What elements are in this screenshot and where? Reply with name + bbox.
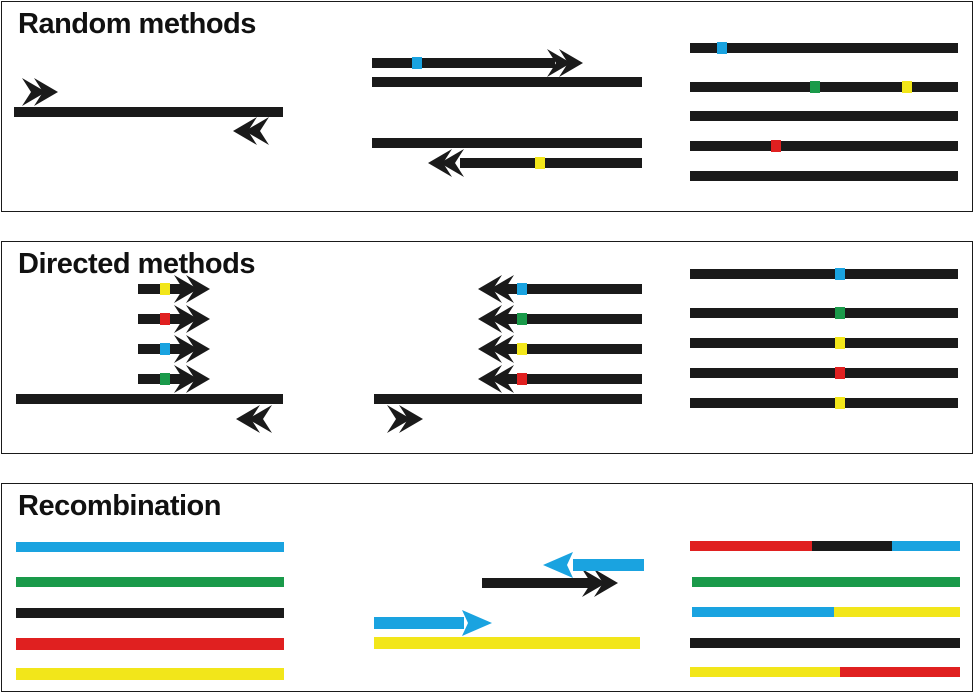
mutagenic-primer-strand xyxy=(500,314,642,324)
panel-random-methods: Random methods xyxy=(1,1,973,212)
extending-reverse-strand xyxy=(460,158,642,168)
mutagenic-primer-arrow xyxy=(478,365,514,393)
mutation-mark-green xyxy=(835,307,845,319)
chimera-black xyxy=(690,638,960,648)
template-yellow-strand xyxy=(374,637,640,649)
extending-reverse-arrow xyxy=(428,149,464,177)
mutation-mark-red xyxy=(771,140,781,152)
panel-title-random-methods: Random methods xyxy=(18,8,256,40)
chimera-green xyxy=(692,577,960,587)
template-strand xyxy=(374,394,642,404)
extending-forward-strand xyxy=(372,58,555,68)
parent-gene-red xyxy=(16,638,284,650)
mutation-mark-red xyxy=(835,367,845,379)
mutagenic-primer-arrow xyxy=(174,335,210,363)
chimera-segment-blue xyxy=(692,607,834,617)
forward-primer-arrow xyxy=(387,405,423,433)
library-strand xyxy=(690,111,958,121)
chimera-segment-yellow xyxy=(834,607,960,617)
template-strand xyxy=(16,394,283,404)
library-strand xyxy=(690,43,958,53)
library-strand xyxy=(690,269,958,279)
parent-gene-green xyxy=(16,577,284,587)
parent-gene-blue xyxy=(16,542,284,552)
library-strand xyxy=(690,308,958,318)
mutation-mark-green xyxy=(517,313,527,325)
reverse-primer-arrow xyxy=(233,117,269,145)
library-strand xyxy=(690,141,958,151)
mutation-mark-blue xyxy=(717,42,727,54)
library-strand xyxy=(690,82,958,92)
forward-primer-arrow xyxy=(22,78,58,106)
mutagenic-primer-arrow xyxy=(478,335,514,363)
panel-title-directed-methods: Directed methods xyxy=(18,248,255,280)
template-strand xyxy=(14,107,283,117)
mutation-mark-yellow xyxy=(160,283,170,295)
mutation-mark-yellow xyxy=(835,397,845,409)
panel-title-recombination: Recombination xyxy=(18,490,221,522)
chimera-segment-black xyxy=(812,541,892,551)
reverse-primer-arrow xyxy=(236,405,272,433)
chimera-segment-red xyxy=(840,667,960,677)
mutagenic-primer-arrow xyxy=(174,305,210,333)
mutation-mark-yellow xyxy=(535,157,545,169)
mutation-mark-blue xyxy=(517,283,527,295)
library-strand xyxy=(690,368,958,378)
extending-forward-arrow xyxy=(547,49,583,77)
parent-gene-yellow xyxy=(16,668,284,680)
mutagenic-primer-arrow xyxy=(478,305,514,333)
mutagenic-primer-strand xyxy=(500,284,642,294)
mutagenic-primer-strand xyxy=(500,344,642,354)
mutation-mark-green xyxy=(810,81,820,93)
mutation-mark-blue xyxy=(160,343,170,355)
chimera-segment-yellow xyxy=(690,667,840,677)
mutagenic-primer-arrow xyxy=(174,275,210,303)
mutation-mark-red xyxy=(160,313,170,325)
mutagenic-primer-arrow xyxy=(478,275,514,303)
chimera-segment-red xyxy=(690,541,812,551)
mutation-mark-yellow xyxy=(835,337,845,349)
blue-primer-arrow xyxy=(543,552,644,578)
mutation-mark-blue xyxy=(835,268,845,280)
parent-gene-black xyxy=(16,608,284,618)
blue-fragment-arrow xyxy=(374,610,492,636)
template-bottom-strand xyxy=(372,138,642,148)
library-strand xyxy=(690,398,958,408)
library-strand xyxy=(690,171,958,181)
chimera-segment-blue xyxy=(892,541,960,551)
mutation-mark-yellow xyxy=(517,343,527,355)
mutation-mark-red xyxy=(517,373,527,385)
mutagenic-primer-strand xyxy=(500,374,642,384)
mutagenic-primer-arrow xyxy=(174,365,210,393)
library-strand xyxy=(690,338,958,348)
template-top-strand xyxy=(372,77,642,87)
mutation-mark-blue xyxy=(412,57,422,69)
mutation-mark-yellow xyxy=(902,81,912,93)
black-fragment-strand xyxy=(482,578,596,588)
mutation-mark-green xyxy=(160,373,170,385)
